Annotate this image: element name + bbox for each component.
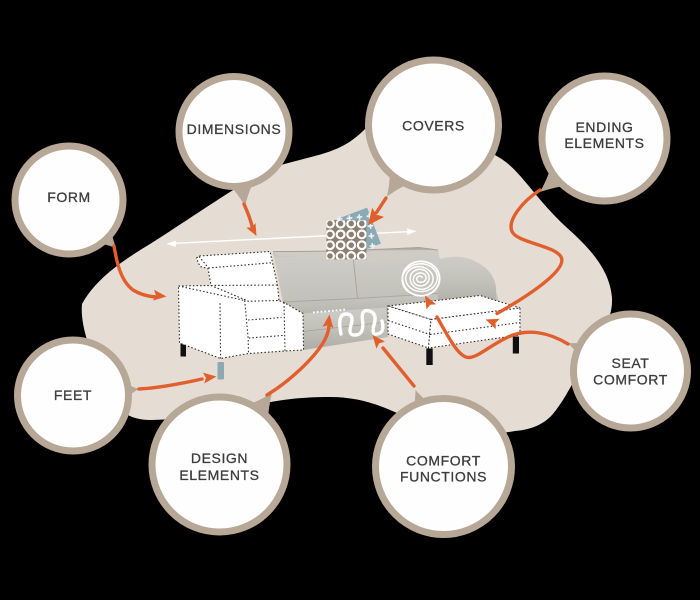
svg-text:DESIGN: DESIGN — [191, 450, 248, 466]
svg-text:ELEMENTS: ELEMENTS — [179, 467, 259, 483]
svg-text:FORM: FORM — [47, 189, 91, 205]
svg-text:SEAT: SEAT — [612, 355, 650, 371]
svg-text:DIMENSIONS: DIMENSIONS — [187, 121, 282, 137]
svg-text:ENDING: ENDING — [575, 119, 633, 135]
svg-text:FEET: FEET — [54, 387, 92, 403]
svg-text:COVERS: COVERS — [402, 118, 465, 134]
svg-text:COMFORT: COMFORT — [593, 372, 668, 388]
svg-text:COMFORT: COMFORT — [406, 453, 481, 469]
svg-text:ELEMENTS: ELEMENTS — [564, 135, 644, 151]
svg-text:FUNCTIONS: FUNCTIONS — [400, 469, 487, 485]
